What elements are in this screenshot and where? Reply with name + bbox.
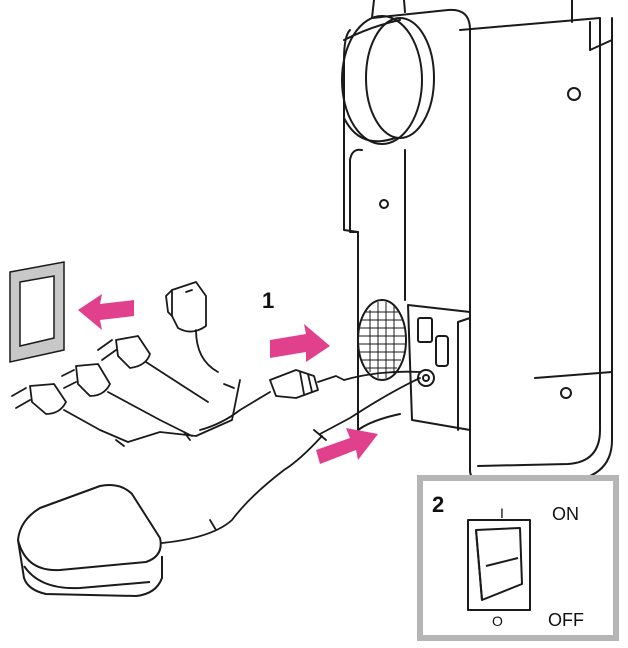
- power-switch-icon: [467, 519, 531, 611]
- arrow-power-cord-icon: [270, 324, 330, 362]
- eu-plug-icon: [97, 335, 209, 403]
- us-plug-icon: [61, 363, 193, 437]
- power-cord-plug-icon: [199, 369, 345, 431]
- speaker-grille-icon: [359, 302, 405, 378]
- step-1-label: 1: [262, 288, 274, 313]
- switch-inset: 2 ON OFF I O: [417, 475, 619, 641]
- adapter-plug-icon: [165, 281, 219, 373]
- switch-on-symbol: I: [500, 505, 504, 521]
- wall-outlet-icon: [9, 261, 65, 363]
- switch-off-symbol: O: [492, 613, 503, 629]
- arrow-foot-controller-icon: [316, 428, 378, 464]
- switch-off-label: OFF: [548, 610, 584, 630]
- foot-controller-icon: [17, 484, 163, 597]
- switch-on-label: ON: [552, 504, 579, 524]
- sewing-machine-icon: [341, 0, 613, 483]
- eu-plug-icon: [11, 383, 129, 443]
- step-2-label: 2: [432, 492, 444, 517]
- arrow-to-outlet-icon: [78, 294, 134, 330]
